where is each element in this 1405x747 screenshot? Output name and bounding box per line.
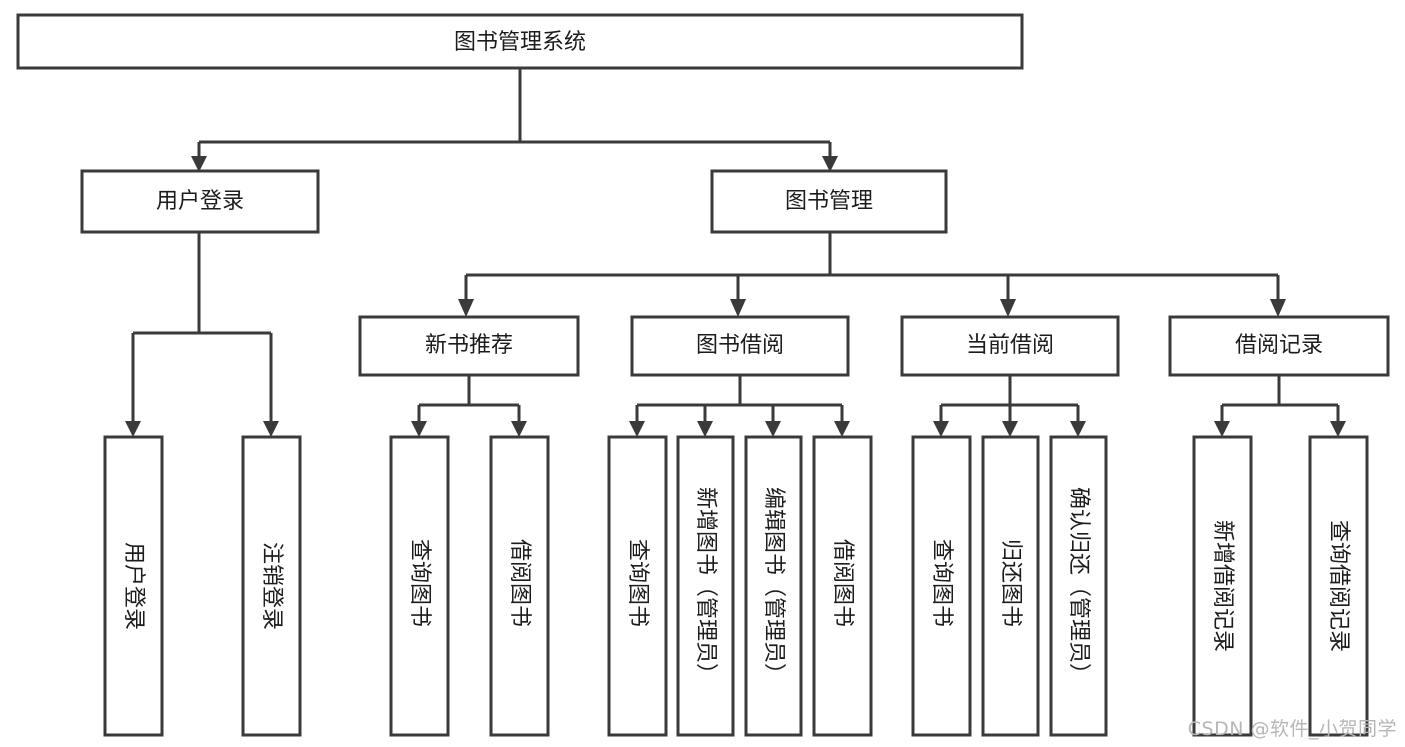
node-leaf-edit-book-box[interactable] bbox=[744, 435, 803, 737]
node-new-book-rec[interactable]: 新书推荐 bbox=[358, 315, 580, 377]
arrow-leaf-query-book-1 bbox=[411, 421, 427, 437]
node-book-borrow[interactable]: 图书借阅 bbox=[630, 315, 850, 377]
arrow-leaf-query-book-2 bbox=[629, 421, 645, 437]
node-leaf-query-book-3-box[interactable] bbox=[911, 435, 972, 737]
node-leaf-add-record-box[interactable] bbox=[1192, 435, 1253, 737]
node-leaf-query-record-label: 查询借阅记录 bbox=[1326, 520, 1351, 652]
node-leaf-confirm-return-box[interactable] bbox=[1049, 435, 1108, 737]
node-book-manage[interactable]: 图书管理 bbox=[710, 169, 948, 234]
arrow-current-borrow bbox=[1000, 299, 1016, 317]
arrow-book-manage bbox=[822, 156, 838, 172]
arrow-leaf-return-book bbox=[1002, 421, 1018, 437]
node-leaf-confirm-return[interactable]: 确认归还（管理员） bbox=[1049, 435, 1108, 737]
node-leaf-query-book-1-box[interactable] bbox=[389, 435, 450, 737]
arrow-leaf-add-book bbox=[697, 421, 713, 437]
node-leaf-query-book-3-label: 查询图书 bbox=[929, 539, 954, 627]
arrow-leaf-query-book-3 bbox=[933, 421, 949, 437]
node-leaf-borrow-book-1-box[interactable] bbox=[489, 435, 550, 737]
node-borrow-record-box[interactable] bbox=[1168, 315, 1390, 377]
node-current-borrow-label: 当前借阅 bbox=[966, 333, 1054, 358]
arrow-leaf-logout bbox=[263, 421, 279, 437]
node-current-borrow[interactable]: 当前借阅 bbox=[900, 315, 1120, 377]
node-leaf-query-book-1[interactable]: 查询图书 bbox=[389, 435, 450, 737]
node-user-login-label: 用户登录 bbox=[156, 189, 244, 214]
node-leaf-query-book-2[interactable]: 查询图书 bbox=[607, 435, 668, 737]
node-leaf-borrow-book-2-box[interactable] bbox=[812, 435, 873, 737]
node-leaf-logout-box[interactable] bbox=[241, 435, 302, 737]
node-user-login[interactable]: 用户登录 bbox=[80, 169, 320, 234]
arrow-new-book-rec bbox=[458, 299, 474, 317]
node-current-borrow-box[interactable] bbox=[900, 315, 1120, 377]
node-leaf-logout-label: 注销登录 bbox=[259, 542, 284, 630]
node-leaf-query-book-2-box[interactable] bbox=[607, 435, 668, 737]
arrow-leaf-confirm-return bbox=[1070, 421, 1086, 437]
node-leaf-return-book[interactable]: 归还图书 bbox=[981, 435, 1040, 737]
node-leaf-edit-book[interactable]: 编辑图书（管理员） bbox=[744, 435, 803, 737]
node-leaf-query-book-2-label: 查询图书 bbox=[625, 539, 650, 627]
arrow-borrow-record bbox=[1270, 299, 1286, 317]
arrow-leaf-borrow-book-1 bbox=[511, 421, 527, 437]
node-leaf-query-record[interactable]: 查询借阅记录 bbox=[1308, 435, 1369, 737]
node-root-label: 图书管理系统 bbox=[454, 30, 586, 55]
arrow-leaf-borrow-book-2 bbox=[834, 421, 850, 437]
node-leaf-return-book-label: 归还图书 bbox=[998, 539, 1023, 627]
arrow-leaf-user-login bbox=[125, 421, 141, 437]
node-root[interactable]: 图书管理系统 bbox=[16, 13, 1024, 70]
node-book-borrow-label: 图书借阅 bbox=[696, 333, 784, 358]
node-new-book-rec-label: 新书推荐 bbox=[425, 333, 513, 358]
node-leaf-add-record[interactable]: 新增借阅记录 bbox=[1192, 435, 1253, 737]
node-leaf-return-book-box[interactable] bbox=[981, 435, 1040, 737]
node-leaf-edit-book-label: 编辑图书（管理员） bbox=[761, 487, 786, 685]
node-leaf-query-book-1-label: 查询图书 bbox=[407, 539, 432, 627]
node-leaf-add-book-label: 新增图书（管理员） bbox=[693, 487, 718, 685]
node-leaf-borrow-book-1[interactable]: 借阅图书 bbox=[489, 435, 550, 737]
node-leaf-user-login[interactable]: 用户登录 bbox=[103, 435, 164, 737]
node-book-manage-box[interactable] bbox=[710, 169, 948, 234]
connector-layer bbox=[125, 68, 1346, 437]
node-borrow-record[interactable]: 借阅记录 bbox=[1168, 315, 1390, 377]
node-leaf-add-book-box[interactable] bbox=[676, 435, 735, 737]
arrow-leaf-add-record bbox=[1214, 421, 1230, 437]
arrow-user-login bbox=[191, 156, 207, 172]
node-leaf-query-record-box[interactable] bbox=[1308, 435, 1369, 737]
node-leaf-add-book[interactable]: 新增图书（管理员） bbox=[676, 435, 735, 737]
node-leaf-logout[interactable]: 注销登录 bbox=[241, 435, 302, 737]
node-leaf-borrow-book-2[interactable]: 借阅图书 bbox=[812, 435, 873, 737]
node-leaf-confirm-return-label: 确认归还（管理员） bbox=[1066, 487, 1091, 685]
node-new-book-rec-box[interactable] bbox=[358, 315, 580, 377]
node-book-manage-label: 图书管理 bbox=[785, 189, 873, 214]
node-leaf-add-record-label: 新增借阅记录 bbox=[1210, 520, 1235, 652]
node-leaf-borrow-book-2-label: 借阅图书 bbox=[830, 539, 855, 627]
node-book-borrow-box[interactable] bbox=[630, 315, 850, 377]
node-borrow-record-label: 借阅记录 bbox=[1235, 333, 1323, 358]
node-leaf-borrow-book-1-label: 借阅图书 bbox=[507, 539, 532, 627]
arrow-leaf-edit-book bbox=[765, 421, 781, 437]
node-root-box[interactable] bbox=[16, 13, 1024, 70]
arrow-book-borrow bbox=[730, 299, 746, 317]
node-leaf-user-login-label: 用户登录 bbox=[121, 542, 146, 630]
node-user-login-box[interactable] bbox=[80, 169, 320, 234]
node-leaf-user-login-box[interactable] bbox=[103, 435, 164, 737]
node-leaf-query-book-3[interactable]: 查询图书 bbox=[911, 435, 972, 737]
arrow-leaf-query-record bbox=[1330, 421, 1346, 437]
